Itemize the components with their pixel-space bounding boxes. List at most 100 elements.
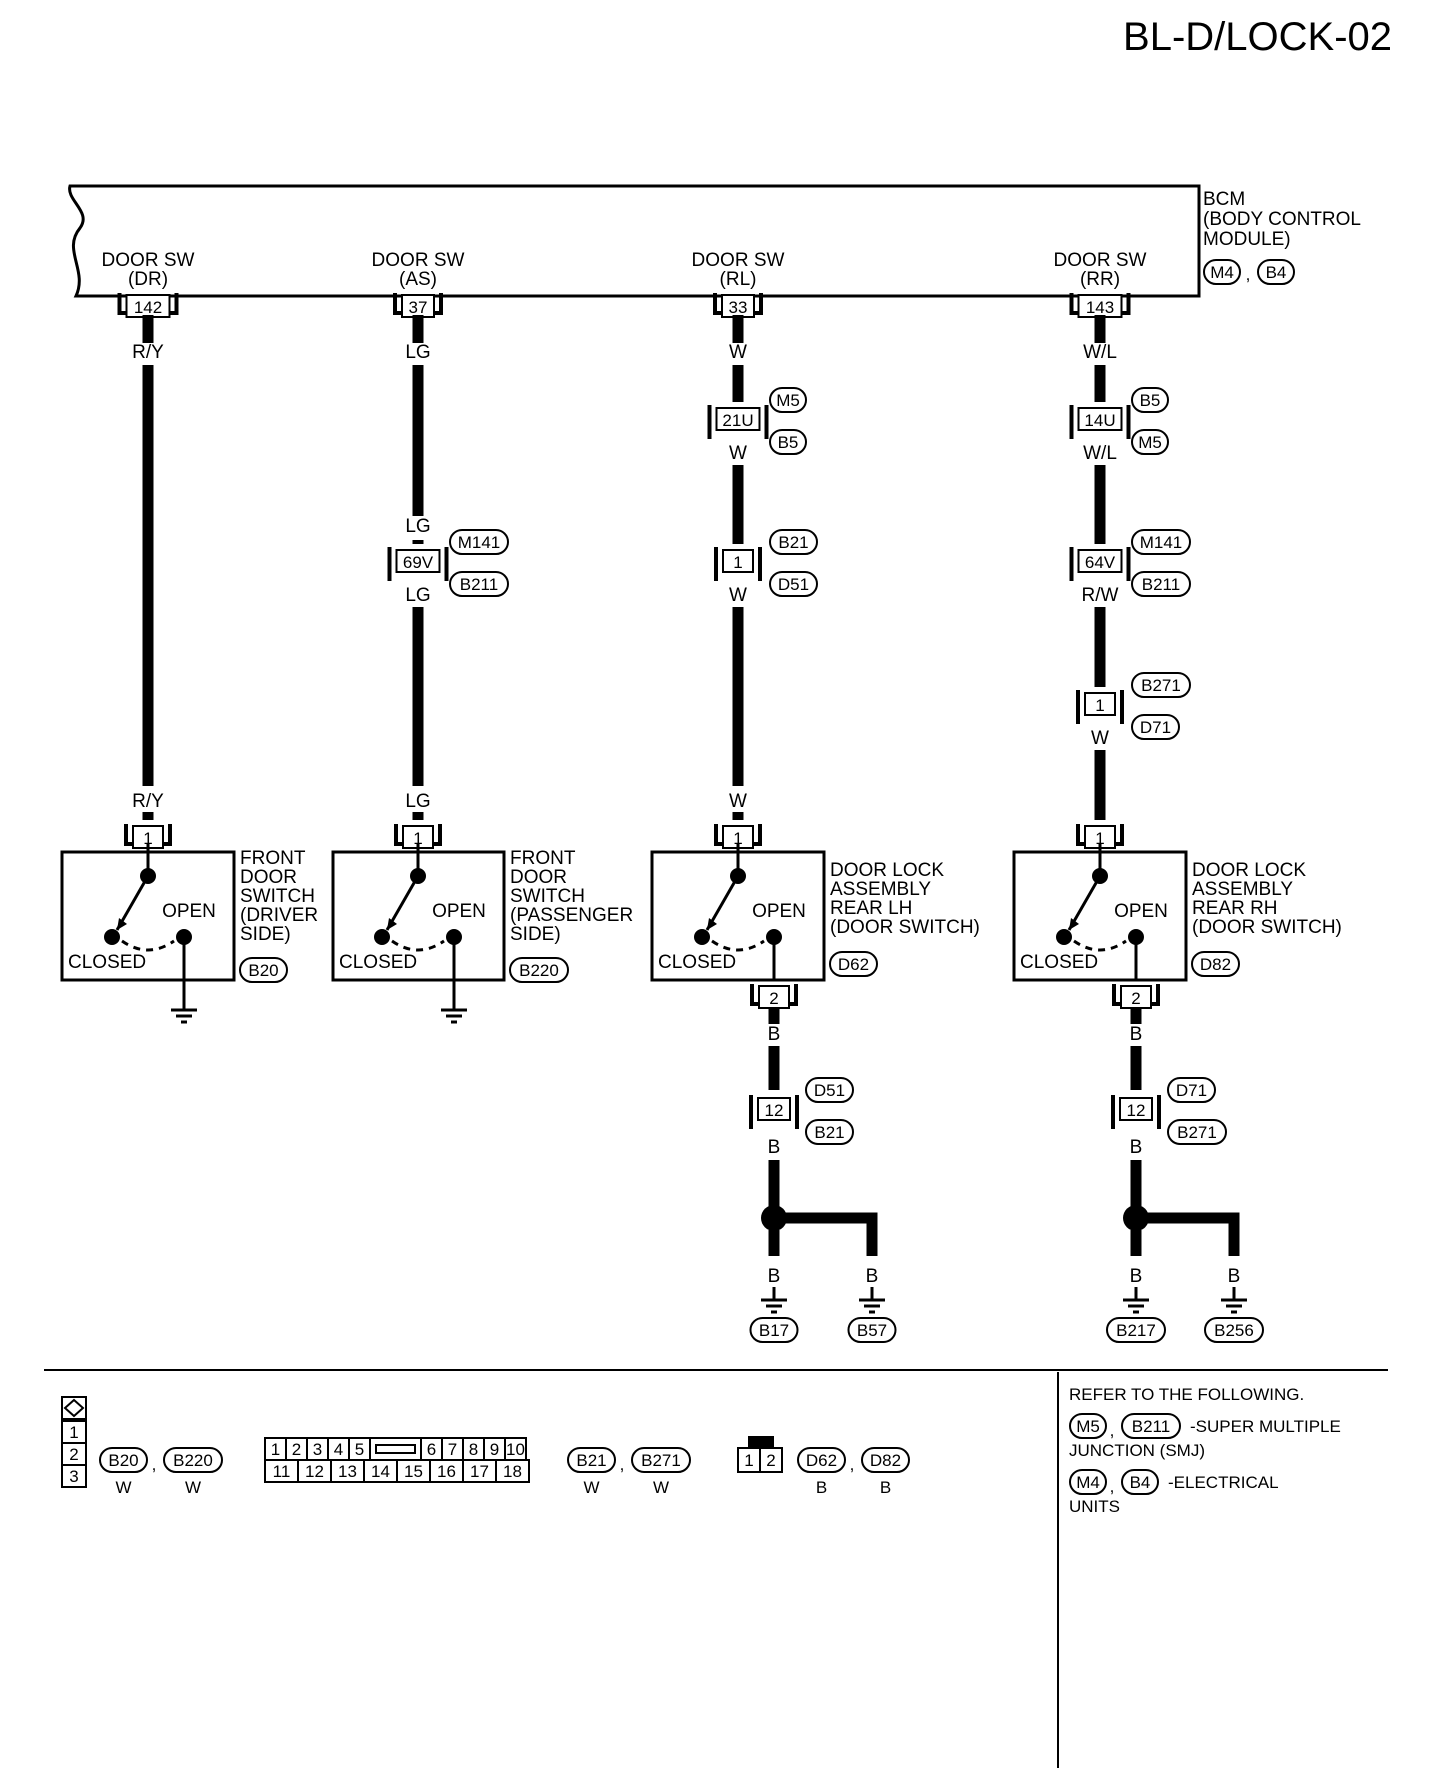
wire-color-label: B xyxy=(1130,1266,1143,1287)
svg-text:1: 1 xyxy=(1095,829,1104,848)
svg-text:D82: D82 xyxy=(1200,955,1231,974)
svg-text:B220: B220 xyxy=(519,961,559,980)
svg-text:B271: B271 xyxy=(1177,1123,1217,1142)
wire-color-label: LG xyxy=(405,516,430,537)
connector-D71: D71 xyxy=(1167,1077,1216,1103)
connector-M4: M4 xyxy=(1069,1469,1107,1495)
svg-text:B256: B256 xyxy=(1214,1321,1254,1340)
connector-B220: B220 xyxy=(509,957,569,983)
component-name: (DOOR SWITCH) xyxy=(1192,917,1342,938)
bcm-module-box xyxy=(68,184,1201,298)
bcm-terminal-143: 143 xyxy=(1069,293,1131,318)
svg-text:M5: M5 xyxy=(1138,433,1162,452)
svg-text:B5: B5 xyxy=(778,433,799,452)
connector-B220: B220 xyxy=(163,1447,223,1473)
ground-point-B57: B57 xyxy=(847,1317,897,1343)
comma: , xyxy=(1246,265,1251,284)
svg-text:D62: D62 xyxy=(838,955,869,974)
wire-color-label: B xyxy=(768,1137,781,1158)
refer-description: JUNCTION (SMJ) xyxy=(1069,1441,1205,1460)
comma: , xyxy=(850,1455,855,1474)
connector-B4: B4 xyxy=(1121,1469,1159,1495)
connector-M5: M5 xyxy=(1069,1413,1107,1439)
switch-closed-label: CLOSED xyxy=(68,952,146,973)
connector-B20: B20 xyxy=(99,1447,148,1473)
bcm-pin-label: DOOR SW xyxy=(372,250,465,271)
svg-text:B21: B21 xyxy=(778,533,808,552)
connector-D62: D62 xyxy=(797,1447,846,1473)
component-name: DOOR xyxy=(510,867,567,888)
bcm-pin-label-sub: (AS) xyxy=(399,269,437,290)
wire-color-label: R/Y xyxy=(132,342,164,363)
pin-number: 11 xyxy=(273,1462,291,1481)
svg-text:M4: M4 xyxy=(1076,1473,1100,1492)
connector-D62: D62 xyxy=(829,951,878,977)
svg-text:14U: 14U xyxy=(1084,411,1115,430)
wire-color-label: W/L xyxy=(1083,342,1117,363)
pin-number: 9 xyxy=(490,1440,499,1459)
splice-point xyxy=(1123,1205,1149,1231)
inline-terminal-64V: 64V xyxy=(1069,547,1131,581)
svg-text:B271: B271 xyxy=(1141,676,1181,695)
svg-text:B21: B21 xyxy=(576,1451,606,1470)
inline-terminal-69V: 69V xyxy=(387,547,449,581)
wire-color-label: W/L xyxy=(1083,443,1117,464)
connector-B271: B271 xyxy=(1167,1119,1227,1145)
comma: , xyxy=(620,1455,625,1474)
wire-color-label: W xyxy=(729,791,747,812)
switch-closed-label: CLOSED xyxy=(658,952,736,973)
comma: , xyxy=(1110,1421,1115,1440)
component-name: (DOOR SWITCH) xyxy=(830,917,980,938)
wire-color-label: W xyxy=(1091,728,1109,749)
svg-text:D51: D51 xyxy=(778,575,809,594)
wire-color-label: R/W xyxy=(1082,585,1119,606)
connector-color: W xyxy=(185,1478,201,1497)
joint-terminal-12: 12 xyxy=(749,1095,799,1129)
component-name: ASSEMBLY xyxy=(1192,879,1293,900)
svg-text:1: 1 xyxy=(733,553,742,572)
svg-text:B4: B4 xyxy=(1130,1473,1151,1492)
connector-B21: B21 xyxy=(567,1447,616,1473)
ground-icon xyxy=(1221,1298,1247,1314)
svg-text:D71: D71 xyxy=(1140,718,1171,737)
switch-open-label: OPEN xyxy=(162,901,216,922)
ground-icon xyxy=(171,1008,197,1024)
svg-text:M4: M4 xyxy=(1210,263,1234,282)
bcm-pin-label: DOOR SW xyxy=(102,250,195,271)
svg-text:B5: B5 xyxy=(1140,391,1161,410)
refer-heading: REFER TO THE FOLLOWING. xyxy=(1069,1385,1304,1404)
component-name: (DRIVER xyxy=(240,905,318,926)
ground-icon xyxy=(441,1008,467,1024)
bcm-terminal-142: 142 xyxy=(117,293,179,318)
wire-color-label: LG xyxy=(405,342,430,363)
bcm-connector-ids: M4,B4 xyxy=(1203,259,1295,285)
ground-point-B256: B256 xyxy=(1204,1317,1264,1343)
ground-point-B17: B17 xyxy=(749,1317,799,1343)
wire-color-label: LG xyxy=(405,585,430,606)
connector-color: B xyxy=(880,1478,891,1497)
pin-number: 8 xyxy=(469,1440,478,1459)
bcm-pin-label: DOOR SW xyxy=(692,250,785,271)
bcm-pin-label-sub: (RL) xyxy=(720,269,757,290)
bcm-pin-label: DOOR SW xyxy=(1054,250,1147,271)
connector-B211: B211 xyxy=(1131,571,1191,597)
connector-B21: B21 xyxy=(805,1119,854,1145)
pin-number: 6 xyxy=(427,1440,436,1459)
pin-number: 2 xyxy=(292,1440,301,1459)
svg-text:BCM: BCM xyxy=(1203,189,1245,210)
pin-number: 7 xyxy=(448,1440,457,1459)
connector-B271: B271 xyxy=(1131,672,1191,698)
wire-color-label: LG xyxy=(405,791,430,812)
component-name: SWITCH xyxy=(240,886,315,907)
pin-number: 14 xyxy=(371,1462,390,1481)
component-name: REAR LH xyxy=(830,898,912,919)
svg-text:B217: B217 xyxy=(1116,1321,1156,1340)
bcm-connector-M4: M4 xyxy=(1203,259,1241,285)
pin-number: 12 xyxy=(305,1462,324,1481)
component-name: (PASSENGER xyxy=(510,905,633,926)
switch-contact-closed xyxy=(694,929,710,945)
inline-terminal-14U: 14U xyxy=(1069,405,1131,439)
switch-closed-label: CLOSED xyxy=(1020,952,1098,973)
